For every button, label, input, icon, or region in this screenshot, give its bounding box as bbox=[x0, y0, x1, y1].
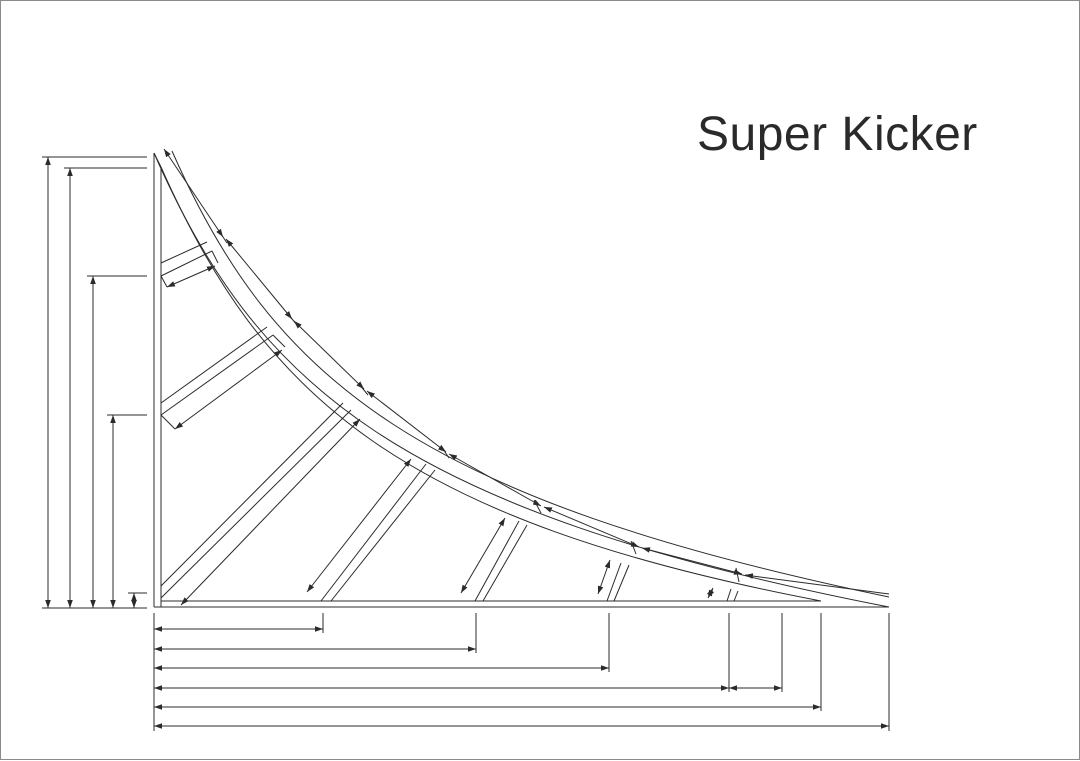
base-beam bbox=[154, 601, 889, 607]
rib-dimensions bbox=[161, 251, 715, 605]
transition-curve bbox=[154, 151, 889, 607]
vertical-post bbox=[154, 153, 161, 607]
curve-segment-dimensions bbox=[164, 149, 889, 594]
drawing-title: Super Kicker bbox=[697, 108, 978, 161]
length-dimensions bbox=[154, 613, 889, 731]
height-dimensions bbox=[42, 157, 147, 608]
ribs bbox=[161, 242, 738, 601]
